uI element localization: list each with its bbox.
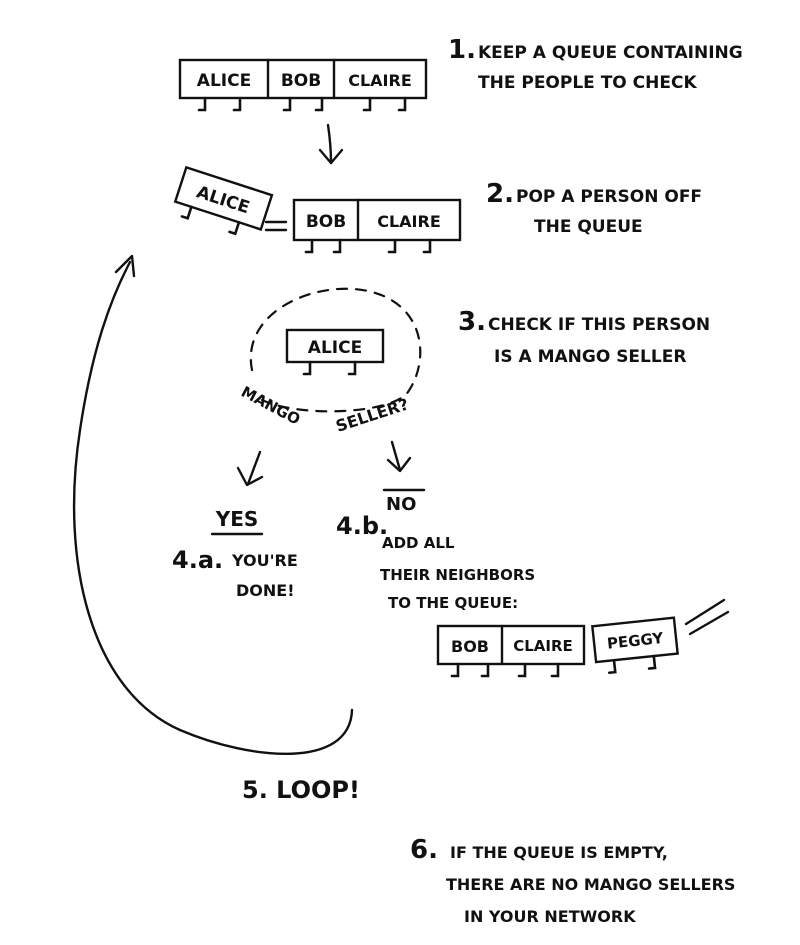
step-line: IF THE QUEUE IS EMPTY,: [450, 843, 668, 862]
step-6-text: 6. IF THE QUEUE IS EMPTY, THERE ARE NO M…: [410, 835, 735, 926]
step-number: 4.b.: [336, 512, 388, 540]
queue-item-bob: BOB: [306, 212, 346, 232]
step-4b: NO 4.b. ADD ALL THEIR NEIGHBORS TO THE Q…: [336, 488, 535, 612]
step-4a: YES 4.a. YOU'RE DONE!: [172, 507, 298, 600]
no-heading: NO: [386, 494, 416, 515]
step-line: IN YOUR NETWORK: [464, 907, 636, 926]
step-1-text: 1. KEEP A QUEUE CONTAINING THE PEOPLE TO…: [448, 35, 743, 93]
checking-name: ALICE: [308, 338, 362, 358]
step-line: THE QUEUE: [534, 217, 643, 237]
step-3-text: 3. CHECK IF THIS PERSON IS A MANGO SELLE…: [458, 307, 710, 367]
arrow-yes-icon: [236, 450, 264, 487]
queue-box: [178, 58, 428, 100]
step-number: 2.: [486, 179, 514, 209]
queue-item-claire: CLAIRE: [348, 71, 412, 90]
new-neighbor: PEGGY: [591, 616, 679, 675]
queue-item-bob: BOB: [451, 637, 489, 656]
step-line: TO THE QUEUE:: [388, 594, 518, 612]
yes-heading: YES: [215, 507, 259, 531]
step-line: DONE!: [236, 581, 295, 600]
step-number: 3.: [458, 307, 486, 337]
question-word-seller: SELLER?: [333, 394, 411, 435]
queue-box: [436, 624, 586, 666]
step-line: ADD ALL: [382, 534, 455, 552]
check-bubble: ALICE MANGO SELLER?: [238, 287, 422, 436]
equals-text: =: [0, 0, 1, 1]
queue-item-claire: CLAIRE: [513, 637, 573, 655]
step-number: 6.: [410, 835, 438, 865]
step-line: YOU'RE: [231, 551, 298, 570]
arrow-no-icon: [386, 440, 412, 473]
step-line: IS A MANGO SELLER: [494, 347, 686, 367]
step-line: KEEP A QUEUE CONTAINING: [478, 43, 743, 63]
step-5-loop: 5. LOOP!: [242, 776, 360, 804]
motion-lines-icon: [684, 598, 730, 636]
loop-arrow-icon: [72, 254, 354, 755]
queue-item-alice: ALICE: [197, 71, 251, 91]
legs: [197, 96, 407, 112]
queue-after-pop: BOB CLAIRE: [292, 198, 462, 254]
person-box: [591, 616, 679, 664]
new-person-name: PEGGY: [606, 629, 665, 653]
queue-box: [292, 198, 462, 242]
step-line: THE PEOPLE TO CHECK: [478, 73, 697, 93]
queue-item-claire: CLAIRE: [377, 212, 441, 231]
equals-sign: [264, 220, 288, 232]
step-line: CHECK IF THIS PERSON: [488, 315, 710, 335]
popped-person: ALICE: [173, 165, 274, 236]
person-box: [285, 328, 385, 364]
step-number: 4.a.: [172, 546, 223, 574]
popped-name: ALICE: [194, 182, 252, 218]
queue-item-bob: BOB: [281, 71, 321, 91]
down-arrow-icon: [318, 123, 344, 165]
queue-initial: ALICE BOB CLAIRE: [178, 58, 428, 112]
step-number: 1.: [448, 35, 476, 65]
step-2-text: 2. POP A PERSON OFF THE QUEUE: [486, 179, 702, 237]
step-line: THERE ARE NO MANGO SELLERS: [446, 875, 735, 894]
question-word-mango: MANGO: [238, 383, 303, 429]
queue-with-neighbors: BOB CLAIRE: [436, 624, 586, 678]
step-line: POP A PERSON OFF: [516, 187, 702, 207]
person-box: [173, 165, 274, 231]
step-line: THEIR NEIGHBORS: [380, 566, 535, 584]
